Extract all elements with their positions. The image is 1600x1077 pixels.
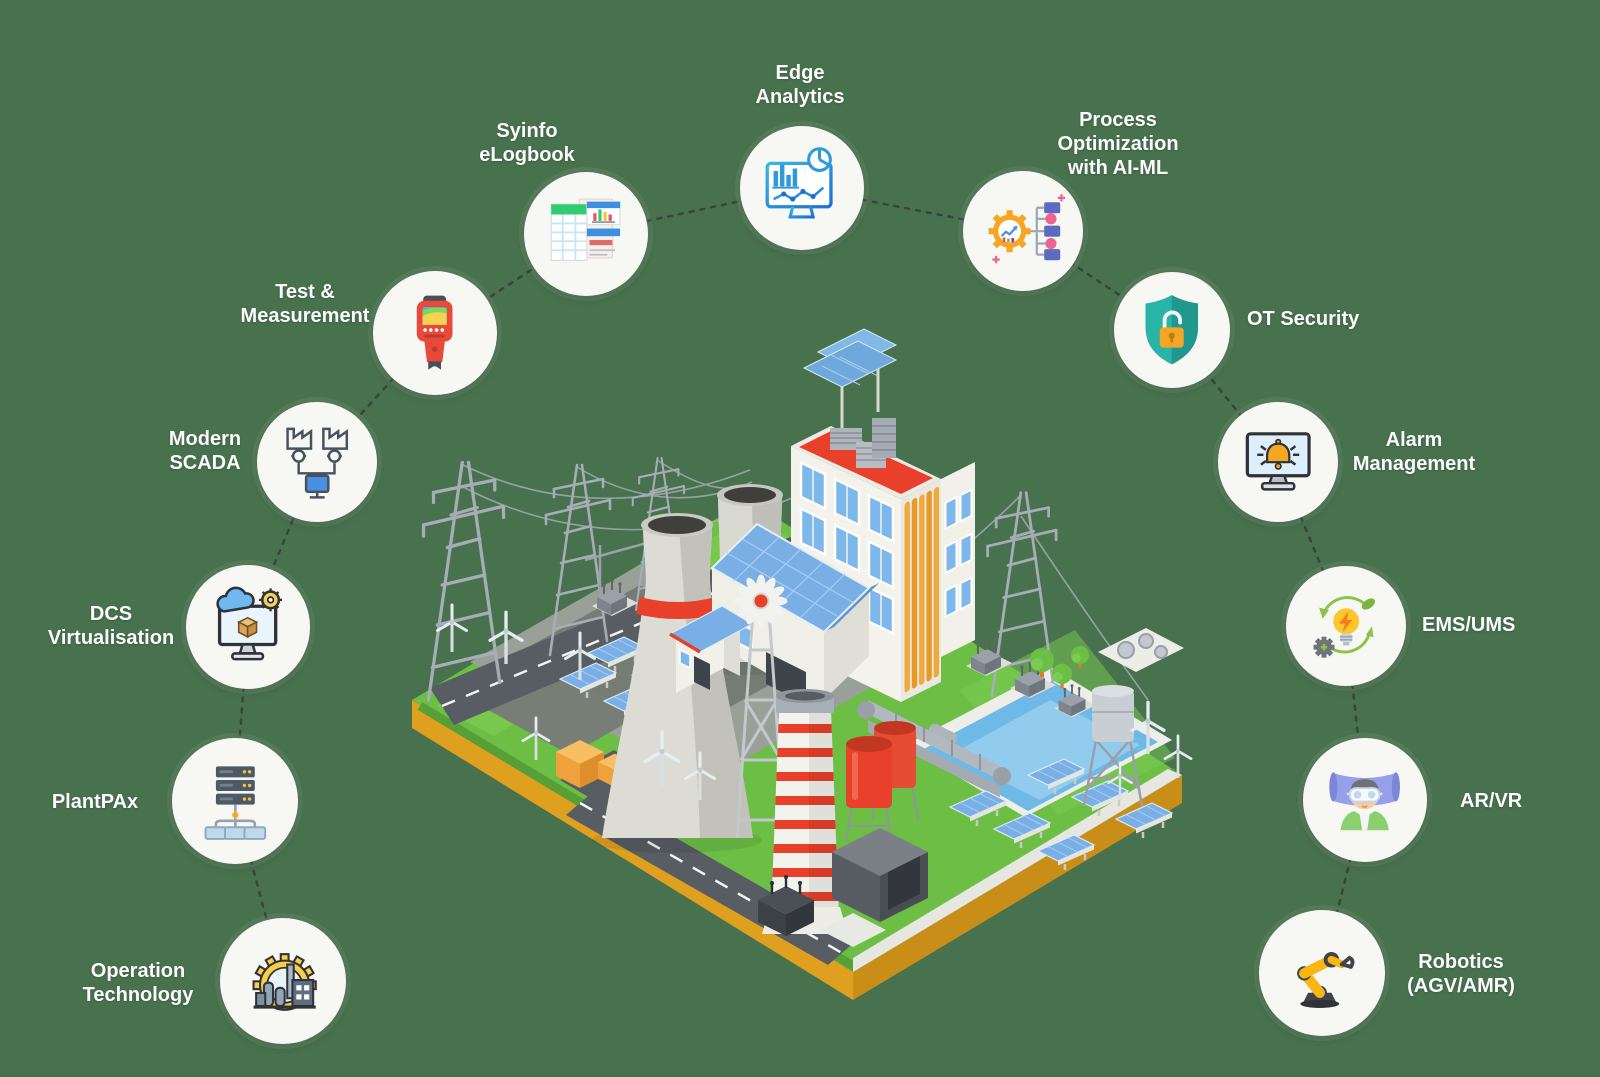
fuel-tanks	[845, 721, 919, 843]
storage-pads	[758, 875, 886, 947]
node-dcs-virtualisation	[186, 565, 310, 689]
label-dcs-virtualisation: DCS Virtualisation	[47, 603, 175, 649]
node-ot-security	[1114, 272, 1230, 388]
node-ems-ums	[1286, 566, 1406, 686]
node-modern-scada	[257, 402, 377, 522]
thermal-camera-icon	[417, 296, 453, 370]
rooftop-solar	[802, 328, 898, 428]
node-edge-analytics	[740, 126, 864, 250]
node-ar-vr	[1303, 738, 1427, 862]
label-syinfo-elogbook: Syinfo eLogbook	[479, 120, 575, 166]
node-process-optimization	[963, 171, 1083, 291]
robot-arm-icon	[1296, 951, 1355, 1008]
vr-headset-icon	[1329, 772, 1401, 831]
label-edge-analytics: Edge Analytics	[755, 62, 845, 108]
label-test-measurement: Test & Measurement	[240, 281, 370, 327]
label-modern-scada: Modern SCADA	[168, 428, 242, 474]
label-robotics: Robotics (AGV/AMR)	[1407, 951, 1515, 997]
small-solar-house	[668, 605, 754, 693]
label-alarm-management: Alarm Management	[1352, 429, 1476, 475]
alarm-monitor-icon	[1245, 432, 1311, 491]
label-plantpax: PlantPAx	[51, 791, 139, 813]
node-robotics	[1259, 910, 1385, 1036]
label-process-optimization: Process Optimization with AI-ML	[1057, 109, 1179, 179]
analytics-monitor-icon	[765, 147, 833, 220]
water-tower	[1082, 685, 1144, 807]
node-test-measurement	[373, 271, 497, 395]
node-syinfo-elogbook	[524, 172, 648, 296]
label-ot-security: OT Security	[1247, 308, 1360, 330]
factories-monitor-icon	[286, 427, 348, 499]
node-plantpax	[172, 738, 298, 864]
shield-lock-icon	[1145, 295, 1199, 365]
gear-flowchart-icon	[988, 193, 1065, 264]
storage-pad-right	[1098, 628, 1184, 672]
node-alarm-management	[1218, 402, 1338, 522]
garage-building	[832, 828, 928, 922]
rooftop-vents	[830, 418, 896, 468]
label-operation-technology: Operation Technology	[82, 960, 194, 1006]
server-network-icon	[204, 766, 266, 840]
factory-gear-icon	[252, 952, 317, 1011]
node-operation-technology	[220, 918, 346, 1044]
energy-bulb-icon	[1313, 595, 1375, 658]
elogbook-sheets-icon	[550, 198, 622, 262]
cloud-virtualization-icon	[216, 586, 283, 661]
label-ems-ums: EMS/UMS	[1422, 614, 1516, 636]
label-ar-vr: AR/VR	[1460, 790, 1523, 812]
